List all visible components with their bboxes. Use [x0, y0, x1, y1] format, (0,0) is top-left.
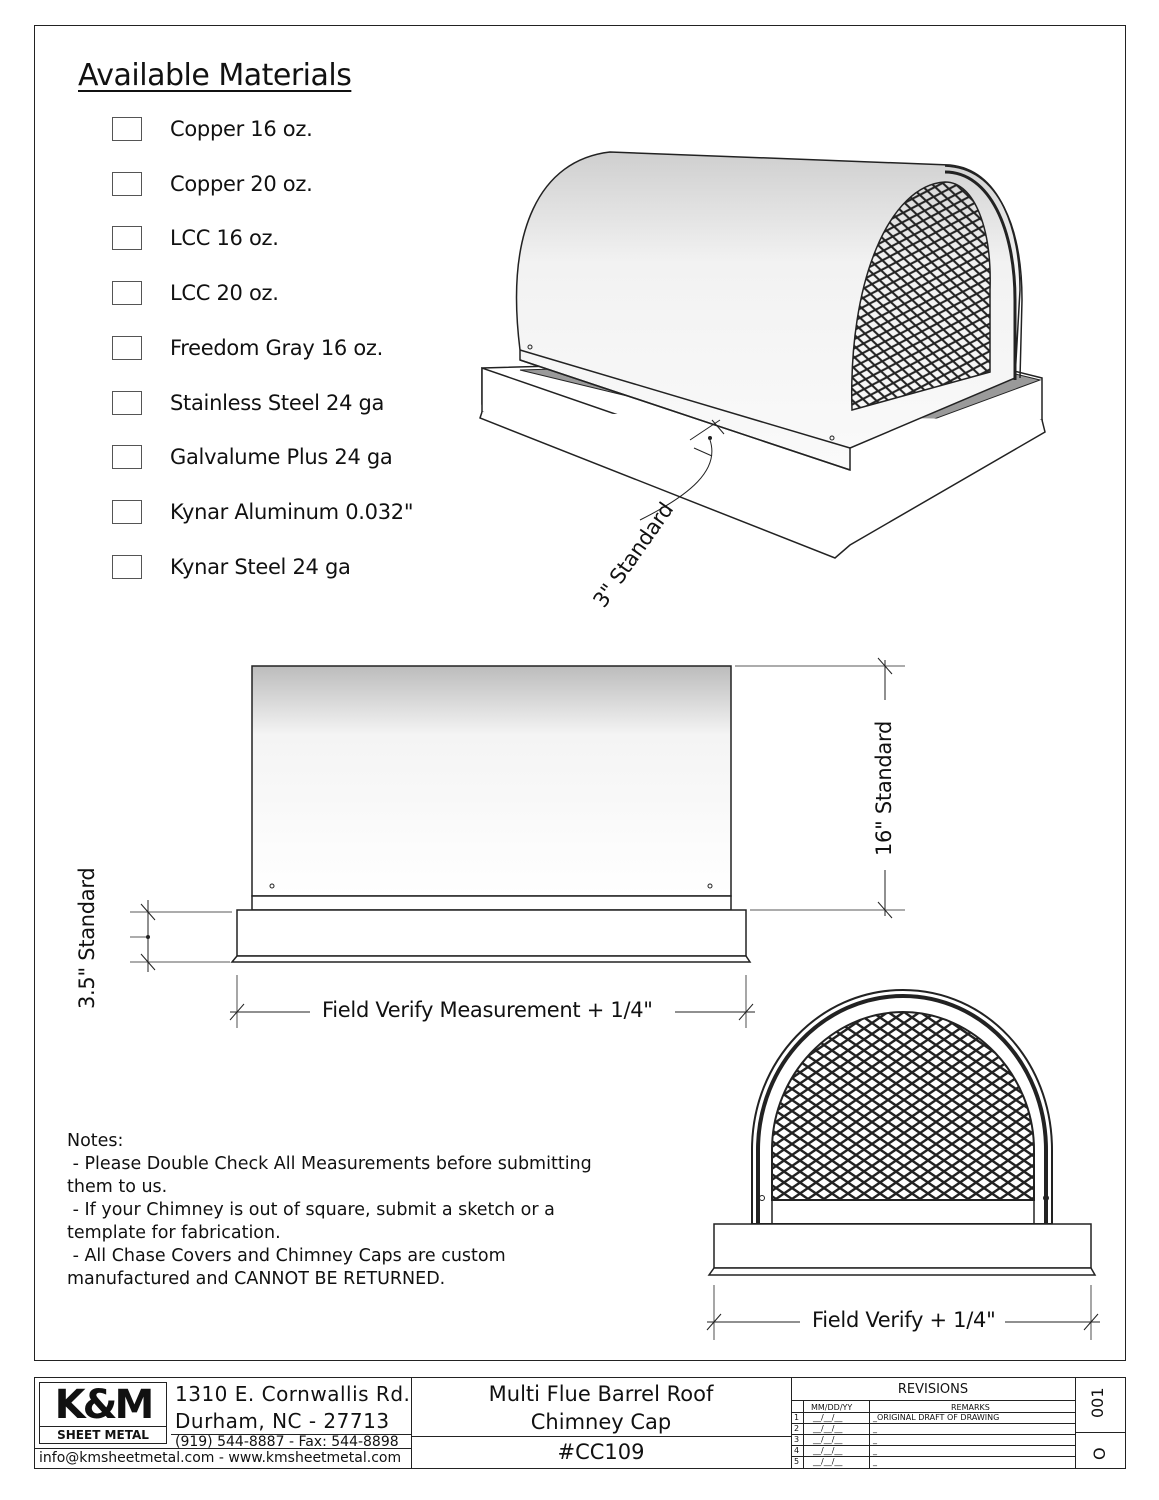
revision-number: 2	[794, 1424, 800, 1433]
front-elevation	[130, 657, 905, 1028]
height-dimension-label: 16" Standard	[872, 715, 896, 862]
phone-line: (919) 544-8887 - Fax: 544-8898	[175, 1434, 399, 1450]
material-checkbox[interactable]	[112, 117, 142, 141]
material-label: LCC 16 oz.	[170, 226, 279, 251]
materials-title: Available Materials	[78, 58, 352, 93]
drawing-frame	[34, 25, 1126, 1361]
notes-line: template for fabrication.	[67, 1223, 281, 1243]
revision-number: 1	[794, 1413, 800, 1422]
company-logo: K&M SHEET METAL	[39, 1382, 167, 1444]
material-label: Galvalume Plus 24 ga	[170, 445, 393, 470]
material-checkbox[interactable]	[112, 445, 142, 470]
notes-line: them to us.	[67, 1177, 168, 1197]
revisions-date-header: MM/DD/YY	[811, 1403, 853, 1412]
project-title-line-1: Multi Flue Barrel Roof	[488, 1382, 714, 1406]
end-elevation	[706, 988, 1100, 1340]
revision-remark: _	[873, 1435, 877, 1444]
material-option[interactable]: Kynar Aluminum 0.032"	[112, 497, 414, 527]
notes-line: - Please Double Check All Measurements b…	[67, 1154, 592, 1174]
revision-number: 4	[794, 1446, 800, 1455]
revision-number: 5	[794, 1457, 800, 1466]
mesh-end	[851, 181, 991, 411]
revisions-title: REVISIONS	[897, 1382, 969, 1397]
material-checkbox[interactable]	[112, 335, 142, 360]
material-checkbox[interactable]	[112, 390, 142, 415]
material-checkbox[interactable]	[112, 171, 142, 196]
revision-date: __/__/__	[813, 1457, 843, 1466]
material-checkbox[interactable]	[112, 499, 142, 524]
title-block: K&M SHEET METAL 1310 E. Cornwallis Rd. D…	[34, 1377, 1126, 1469]
material-option[interactable]: Copper 16 oz.	[112, 114, 313, 144]
revision-date: __/__/__	[813, 1435, 843, 1444]
notes: Notes: - Please Double Check All Measure…	[67, 1130, 627, 1291]
material-label: Freedom Gray 16 oz.	[170, 335, 383, 360]
logo-subtitle: SHEET METAL	[40, 1426, 166, 1442]
revisions-remarks-header: REMARKS	[951, 1403, 990, 1412]
revision-remark: _	[873, 1424, 877, 1433]
revisions-table: REVISIONS MM/DD/YY REMARKS 1 __/__/__ _ORI…	[791, 1378, 1075, 1468]
width-dimension-label: Field Verify Measurement + 1/4"	[316, 998, 659, 1022]
material-checkbox[interactable]	[112, 226, 142, 251]
address-line-1: 1310 E. Cornwallis Rd.	[175, 1382, 411, 1406]
material-label: Kynar Steel 24 ga	[170, 554, 351, 579]
material-label: Stainless Steel 24 ga	[170, 390, 385, 415]
notes-line: - If your Chimney is out of square, subm…	[67, 1200, 555, 1220]
notes-line: - All Chase Covers and Chimney Caps are …	[67, 1246, 506, 1266]
material-checkbox[interactable]	[112, 554, 142, 579]
revision-date: __/__/__	[813, 1424, 843, 1433]
material-label: Kynar Aluminum 0.032"	[170, 499, 414, 524]
revision-date: __/__/__	[813, 1446, 843, 1455]
material-option[interactable]: Galvalume Plus 24 ga	[112, 442, 393, 472]
material-label: Copper 20 oz.	[170, 171, 313, 196]
revision-remark: _	[873, 1457, 877, 1466]
material-option[interactable]: Copper 20 oz.	[112, 169, 313, 199]
material-label: Copper 16 oz.	[170, 117, 313, 141]
revision-date: __/__/__	[813, 1413, 843, 1422]
project-number: #CC109	[557, 1440, 645, 1464]
revision-remark: _	[873, 1446, 877, 1455]
skirt-dimension-label: 3.5" Standard	[75, 867, 99, 1009]
material-option[interactable]: Kynar Steel 24 ga	[112, 552, 351, 582]
material-option[interactable]: Freedom Gray 16 oz.	[112, 333, 383, 363]
project-title-line-2: Chimney Cap	[530, 1410, 672, 1434]
sheet-number: 001	[1088, 1387, 1107, 1418]
notes-line: manufactured and CANNOT BE RETURNED.	[67, 1269, 446, 1289]
material-label: LCC 20 oz.	[170, 281, 279, 306]
revision-letter: O	[1090, 1447, 1109, 1460]
address-line-2: Durham, NC - 27713	[175, 1409, 390, 1433]
end-width-dimension-label: Field Verify + 1/4"	[806, 1308, 1002, 1332]
material-option[interactable]: LCC 16 oz.	[112, 223, 279, 253]
isometric-drawing	[479, 151, 1046, 559]
material-option[interactable]: Stainless Steel 24 ga	[112, 388, 384, 418]
material-checkbox[interactable]	[112, 281, 142, 306]
web-line: info@kmsheetmetal.com - www.kmsheetmetal…	[39, 1450, 402, 1466]
notes-heading: Notes:	[67, 1131, 124, 1151]
logo-mark: K&M	[54, 1382, 155, 1428]
revision-number: 3	[794, 1435, 800, 1444]
material-option[interactable]: LCC 20 oz.	[112, 278, 279, 308]
revision-remark: _ORIGINAL DRAFT OF DRAWING	[873, 1413, 1000, 1422]
